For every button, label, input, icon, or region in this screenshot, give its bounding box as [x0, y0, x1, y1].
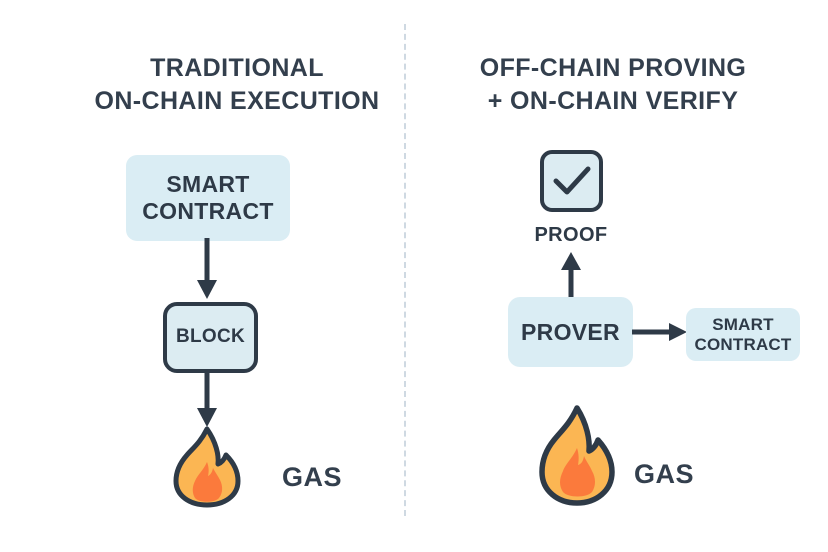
arrow-smart-contract-to-block-icon [197, 238, 217, 299]
arrow-prover-to-smart-contract-icon [632, 323, 687, 341]
arrow-prover-to-proof-icon [561, 252, 581, 302]
left-panel-title-line-1: TRADITIONAL [150, 54, 324, 82]
right-panel-title: OFF-CHAIN PROVING + ON-CHAIN VERIFY [413, 52, 813, 118]
gas-label-right: GAS [634, 459, 695, 489]
flame-icon-right [539, 405, 615, 506]
flame-icon-left [173, 426, 241, 508]
prover-label: PROVER [521, 318, 620, 345]
smart-contract-right-line-1: SMART [712, 314, 774, 334]
proof-caption: PROOF [534, 224, 608, 246]
check-icon [553, 166, 590, 195]
left-panel-title-line-2: ON-CHAIN EXECUTION [94, 87, 380, 115]
node-smart-contract-left[interactable]: SMART CONTRACT [126, 155, 290, 241]
right-panel-title-line-2: + ON-CHAIN VERIFY [487, 87, 739, 115]
smart-contract-left-line-1: SMART [166, 171, 250, 198]
smart-contract-right-line-2: CONTRACT [694, 334, 792, 354]
panel-divider [404, 24, 406, 516]
block-label: BLOCK [175, 326, 246, 348]
node-proof[interactable] [540, 150, 603, 212]
node-prover[interactable]: PROVER [508, 297, 633, 367]
left-panel-title: TRADITIONAL ON-CHAIN EXECUTION [37, 52, 437, 118]
right-panel-title-line-1: OFF-CHAIN PROVING [479, 54, 747, 82]
arrow-block-to-gas-icon [197, 370, 217, 427]
gas-label-left: GAS [282, 462, 343, 492]
smart-contract-left-line-2: CONTRACT [142, 198, 274, 224]
node-smart-contract-right[interactable]: SMART CONTRACT [686, 308, 800, 361]
node-block[interactable]: BLOCK [163, 302, 258, 373]
